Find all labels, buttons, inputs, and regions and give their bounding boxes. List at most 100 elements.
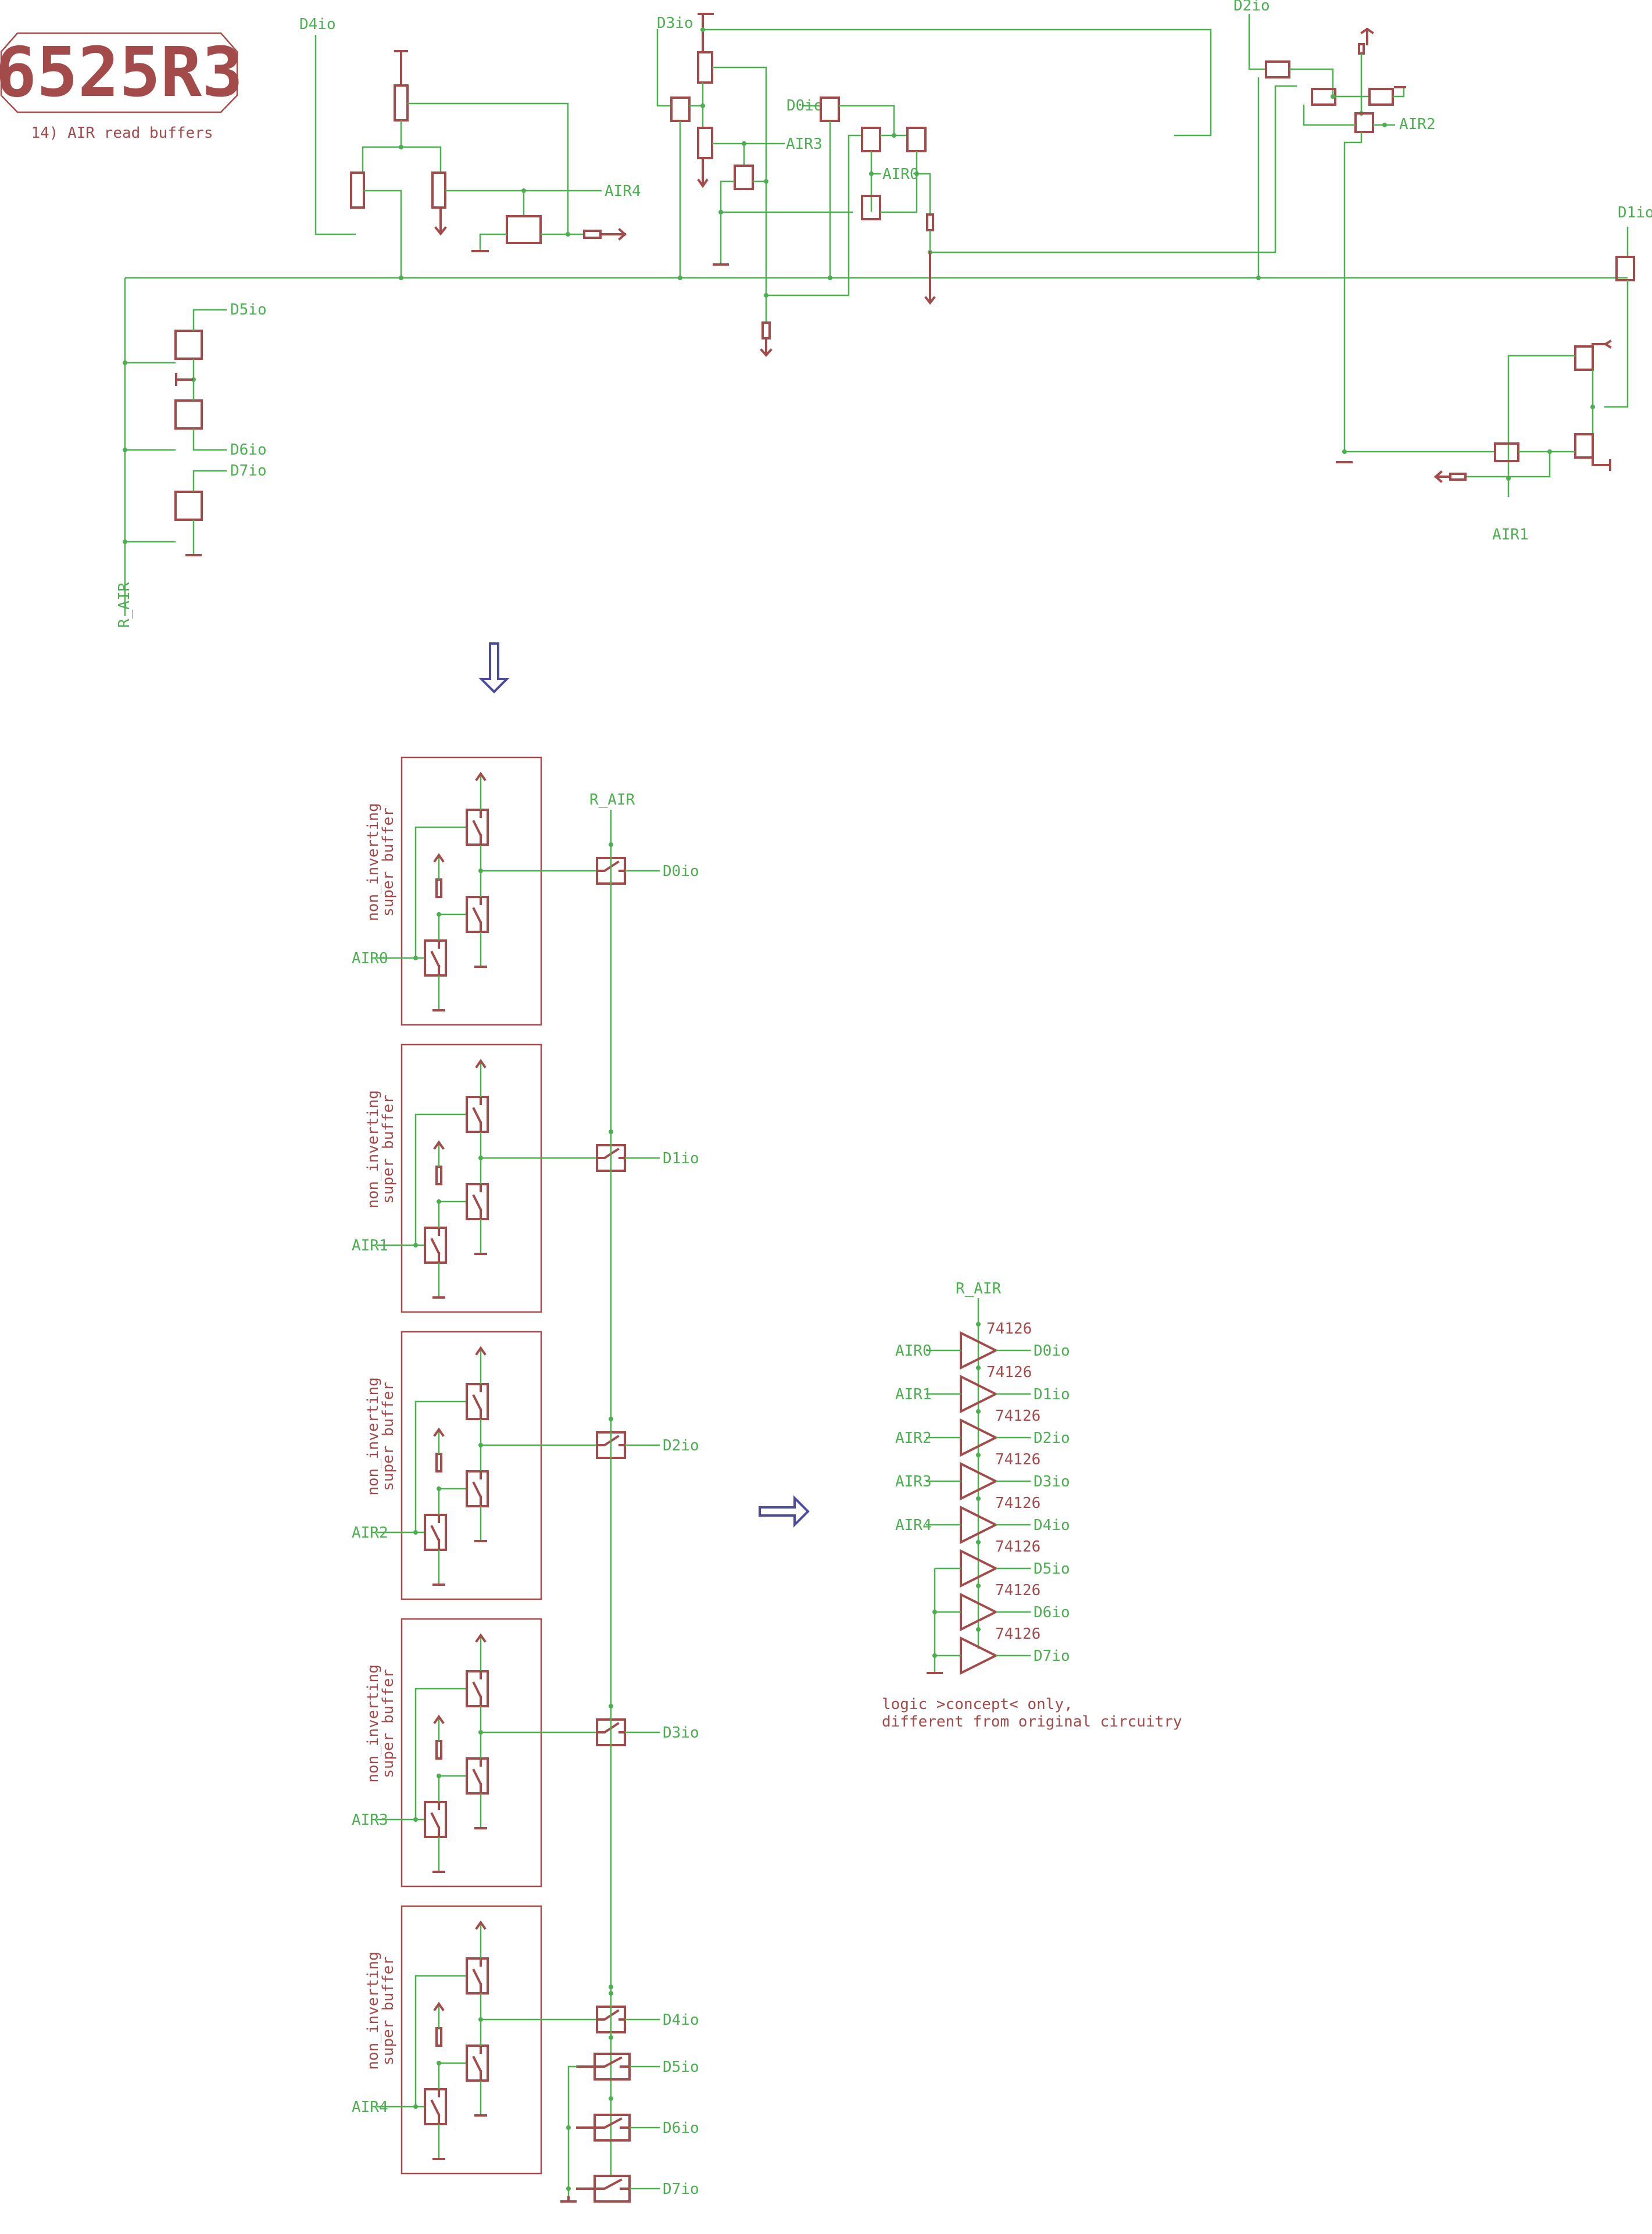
resistor-icon xyxy=(926,213,934,231)
logic-concept: R_AIR74126D0ioAIR074126D1ioAIR174126D2io… xyxy=(882,1280,1182,1731)
transistor-switch xyxy=(466,809,489,846)
wire xyxy=(1604,280,1629,408)
junction xyxy=(609,2096,613,2101)
wire xyxy=(839,105,895,135)
part-label-74126: 74126 xyxy=(986,1320,1032,1338)
resistor-icon xyxy=(435,1453,442,1472)
block-label-line2: super buffer xyxy=(380,1669,397,1778)
part-label-74126: 74126 xyxy=(995,1407,1040,1425)
transistor-switch xyxy=(820,96,840,122)
wire xyxy=(192,309,227,331)
transistor-switch xyxy=(1265,60,1290,78)
junction xyxy=(413,1243,418,1248)
transistor-switch xyxy=(697,127,713,159)
resistor-icon xyxy=(583,230,602,239)
junction xyxy=(976,1409,981,1414)
block-label-line1: non_inverting xyxy=(364,1090,382,1209)
wire xyxy=(567,2065,577,2197)
transistor-switch xyxy=(431,171,446,209)
junction xyxy=(1590,405,1595,409)
net-label-d3io: D3io xyxy=(657,15,693,32)
junction xyxy=(976,1540,981,1545)
net-label-air1: AIR1 xyxy=(1492,526,1529,544)
net-label-r-air: R_AIR xyxy=(116,582,133,628)
ground-arrow-icon xyxy=(697,157,709,188)
vcc-arrow-icon xyxy=(433,2001,445,2011)
junction xyxy=(478,1156,483,1160)
junction xyxy=(700,27,705,32)
transistor-switch xyxy=(466,1757,489,1795)
part-label-74126: 74126 xyxy=(986,1364,1032,1381)
switch-icon xyxy=(596,1148,626,1159)
transistor-switch xyxy=(1494,442,1519,462)
net-label-d5io: D5io xyxy=(230,301,267,319)
wire xyxy=(1393,87,1405,98)
wire xyxy=(1507,355,1575,497)
vcc-arrow-icon xyxy=(475,1633,487,1643)
junction xyxy=(976,1627,981,1632)
junction xyxy=(478,2017,483,2022)
part-label-74126: 74126 xyxy=(995,1538,1040,1556)
wire xyxy=(480,1706,597,1758)
transistor-switch xyxy=(906,127,927,152)
transistor-switch xyxy=(174,399,203,430)
wire xyxy=(192,428,227,451)
wire xyxy=(930,85,1297,253)
net-label-output: D3io xyxy=(663,1724,699,1742)
switch-icon xyxy=(472,1183,482,1220)
vcc-tie-icon xyxy=(698,13,714,53)
junction xyxy=(399,145,403,149)
net-label-air2: AIR2 xyxy=(1399,116,1436,133)
flow-arrow-down-icon xyxy=(478,642,510,694)
junction xyxy=(413,1530,418,1535)
net-label-d1io: D1io xyxy=(1618,204,1652,221)
resistor-icon xyxy=(761,321,771,339)
switch-icon xyxy=(430,939,441,977)
net-label-output: D3io xyxy=(1034,1473,1070,1490)
title-frame xyxy=(0,32,238,113)
block-label-line2: super buffer xyxy=(380,1382,397,1491)
junction xyxy=(566,232,570,237)
transistor-switch xyxy=(466,896,489,933)
junction xyxy=(1256,276,1261,280)
vcc-tie-icon xyxy=(394,50,408,85)
wire xyxy=(720,180,766,264)
switch-icon xyxy=(472,896,482,933)
junction xyxy=(764,293,768,298)
transistor-switch xyxy=(424,939,447,977)
wire xyxy=(917,173,931,215)
transistor-switch xyxy=(1354,112,1374,133)
net-label-d2io: D2io xyxy=(1233,0,1270,15)
buffer-block-frame xyxy=(401,1331,542,1600)
transistor-switch xyxy=(466,1957,489,1994)
switch-icon xyxy=(472,1957,482,1994)
switch-icon xyxy=(430,1227,441,1264)
part-label-74126: 74126 xyxy=(995,1495,1040,1512)
junction xyxy=(914,171,919,176)
resistor-icon xyxy=(1449,473,1467,481)
output-arrow-icon xyxy=(1433,470,1451,483)
wire xyxy=(479,233,507,251)
net-label-output: D0io xyxy=(1034,1342,1070,1360)
transistor-switch xyxy=(466,1670,489,1707)
junction xyxy=(678,276,682,280)
block-label-line1: non_inverting xyxy=(364,1951,382,2070)
wire xyxy=(480,1132,597,1184)
net-label-input: AIR2 xyxy=(895,1429,932,1447)
switch-icon xyxy=(576,2178,631,2190)
resistor-icon xyxy=(435,1166,442,1185)
block-label-line2: super buffer xyxy=(380,1956,397,2065)
transistor-switch xyxy=(466,1470,489,1507)
wire xyxy=(712,66,767,181)
junction xyxy=(976,1453,981,1457)
resistor-icon xyxy=(435,1740,442,1760)
resistor-icon xyxy=(1358,43,1365,55)
ground-icon xyxy=(1592,456,1611,471)
wire xyxy=(407,102,569,234)
wire xyxy=(125,362,176,543)
transistor-switch xyxy=(1368,88,1394,106)
net-label-air3: AIR3 xyxy=(786,135,823,153)
